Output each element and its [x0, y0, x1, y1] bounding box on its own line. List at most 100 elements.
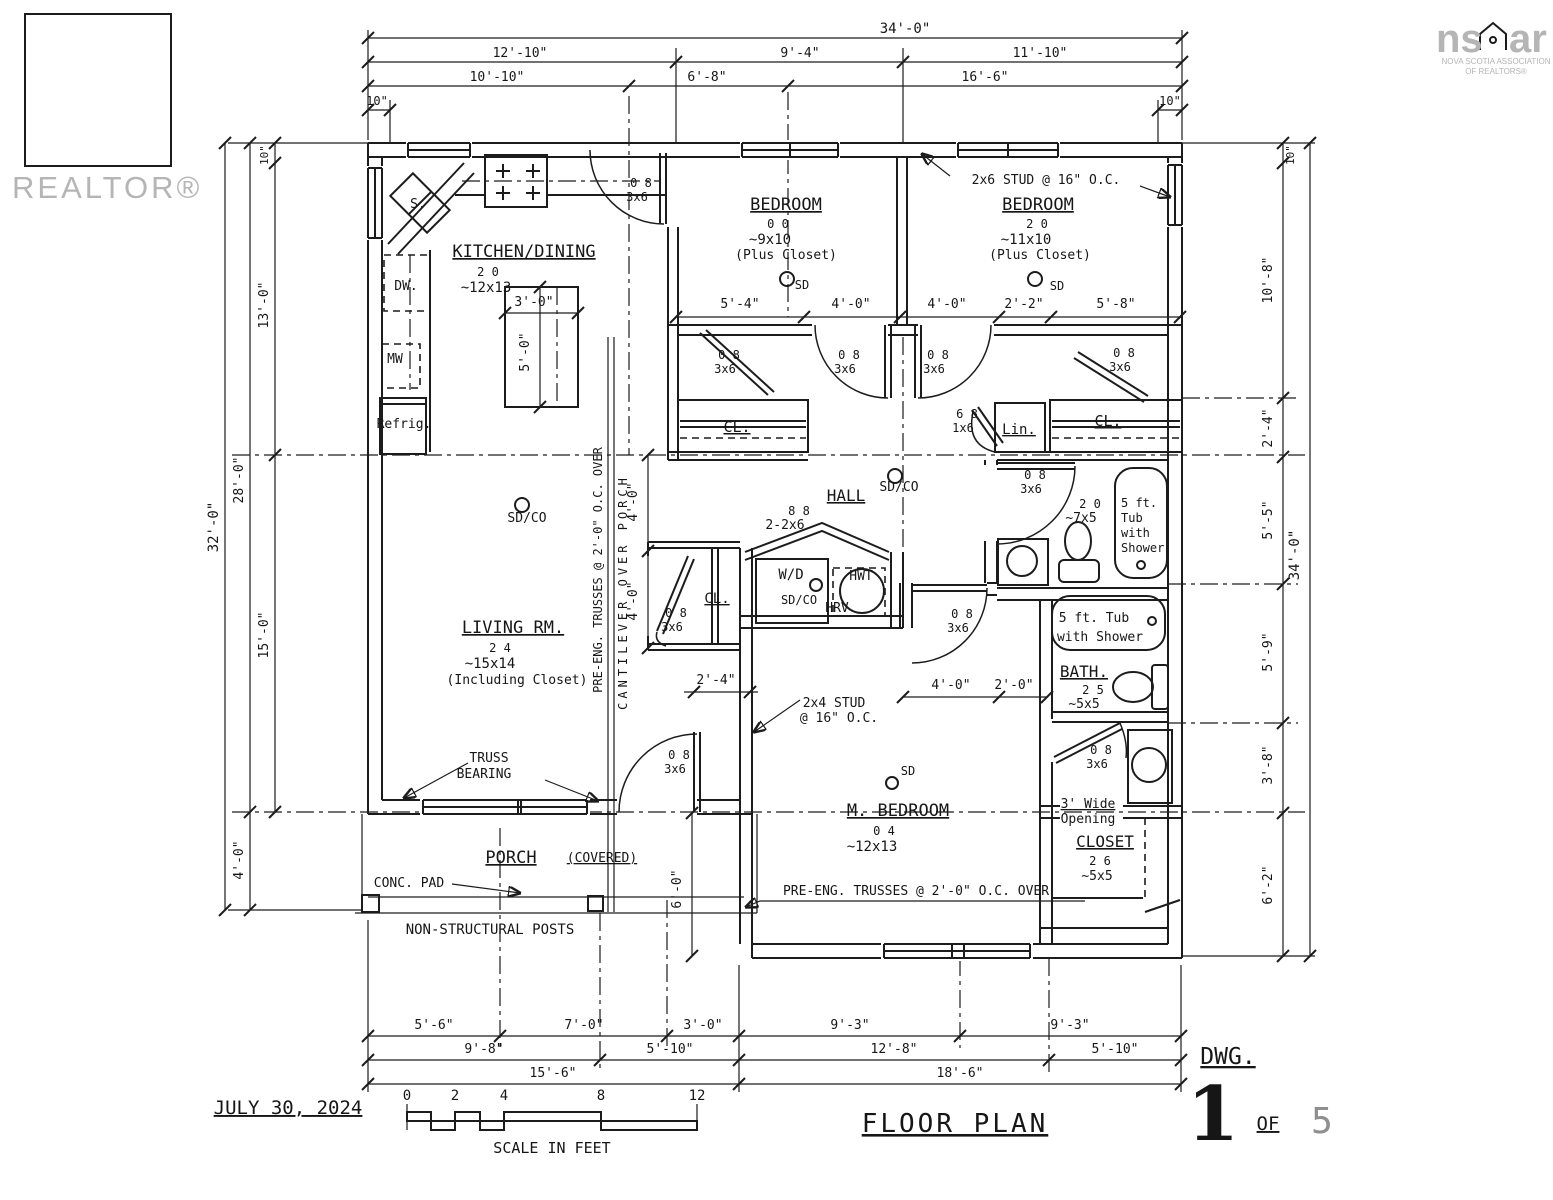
porch-covered: (COVERED) [567, 851, 637, 866]
door-bed1cl-a: 0 8 [718, 348, 740, 362]
dim-left-32-0: 32'-0" [206, 502, 222, 553]
main-toilet [1112, 671, 1154, 703]
door-entry-a: 0 8 [668, 748, 690, 762]
sheet-number: 1 [1187, 1070, 1239, 1158]
microwave [381, 343, 421, 389]
mw-label: MW [387, 352, 403, 367]
note-truss-b: BEARING [457, 767, 512, 782]
door-bath2-a: 0 8 [1090, 743, 1112, 757]
dim-top-11-10: 11'-10" [1013, 46, 1068, 61]
room-bedroom1-code: 0 0 [767, 217, 789, 231]
note-trusses-v: PRE-ENG. TRUSSES @ 2'-0" O.C. OVER [591, 446, 605, 692]
tub2-label-b: with Shower [1057, 630, 1143, 645]
nsar-house-roof-icon [1479, 21, 1507, 50]
note-2x4-stud-b: @ 16" O.C. [800, 711, 878, 726]
porch-outline [355, 814, 758, 914]
washer-dryer [755, 558, 829, 624]
header-code-b: 2-2x6 [765, 518, 804, 533]
dim-left-13-0: 13'-0" [257, 282, 272, 329]
nsar-sub2: OF REALTORS® [1465, 67, 1527, 76]
door-kitchen-a: 0 8 [630, 176, 652, 190]
tub1-label-d: Shower [1121, 541, 1164, 555]
room-kitchen-code: 2 0 [477, 265, 499, 279]
room-living-code: 2 4 [489, 641, 511, 655]
dim-right-5-5: 5'-5" [1261, 500, 1276, 539]
note-conc-pad: CONC. PAD [374, 876, 445, 891]
vanity-sink [1127, 729, 1173, 804]
dim-bot-3-0: 3'-0" [683, 1018, 722, 1033]
note-cantilever-v: CANTILEVER OVER PORCH [616, 474, 630, 710]
kitchen-island [504, 286, 579, 408]
door-bed1-a: 0 8 [838, 348, 860, 362]
bedroom1-sd: SD [795, 278, 809, 292]
room-bedroom2-size: ~11x10 [1001, 232, 1052, 248]
smoke-detectors [514, 271, 1043, 790]
dim-left-10in: 10" [258, 145, 271, 165]
tub1-label-c: with [1121, 526, 1150, 540]
dim-bed-5-4: 5'-4" [720, 297, 759, 312]
closet1-label: CL. [723, 418, 750, 436]
dwg-label: DWG. [1200, 1044, 1255, 1070]
dim-porch-6-0: 6'-0" [670, 869, 685, 908]
dim-bot-18-6: 18'-6" [937, 1066, 984, 1081]
dim-left-4-0: 4'-0" [232, 840, 247, 879]
dim-top-16-6: 16'-6" [962, 70, 1009, 85]
scale-bar [406, 1104, 698, 1131]
note-2x6-stud: 2x6 STUD @ 16" O.C. [972, 173, 1121, 188]
room-living-title: LIVING RM. [462, 618, 564, 638]
door-livcl-a: 0 8 [665, 606, 687, 620]
note-nonstructural: NON-STRUCTURAL POSTS [406, 922, 575, 938]
dim-bot-9-8: 9'-8" [464, 1042, 503, 1057]
hall-title: HALL [827, 486, 866, 505]
dim-top-10in-left: 10" [366, 94, 388, 108]
room-kitchen-title: KITCHEN/DINING [452, 242, 595, 262]
dim-bed-2-2: 2'-2" [1004, 297, 1043, 312]
dim-bed-4-0a: 4'-0" [831, 297, 870, 312]
room-bedroom1-size: ~9x10 [749, 232, 791, 248]
dim-mid-4-0: 4'-0" [931, 678, 970, 693]
scale-num-4: 4 [500, 1088, 508, 1104]
dim-top-10-10: 10'-10" [470, 70, 525, 85]
room-mbed-size: ~12x13 [847, 839, 898, 855]
kitchen-fixtures [379, 154, 665, 455]
room-bedroom2-title: BEDROOM [1002, 195, 1074, 215]
dim-bot-15-6: 15'-6" [530, 1066, 577, 1081]
tub2-label-a: 5 ft. Tub [1059, 611, 1130, 626]
ensuite-sink-vanity [997, 538, 1049, 586]
tub1-label-a: 5 ft. [1121, 496, 1157, 510]
header-code-a: 8 8 [788, 504, 810, 518]
mbed-sd: SD [901, 764, 915, 778]
sd-bedroom2 [1027, 271, 1043, 287]
sdco-living [514, 497, 530, 513]
door-bed1cl-b: 3x6 [714, 362, 736, 376]
of-label: OF [1257, 1113, 1280, 1135]
linen-label: Lin. [1002, 422, 1036, 438]
dim-bot-7-0: 7'-0" [564, 1018, 603, 1033]
dim-right-10in: 10" [1284, 145, 1297, 165]
total-sheets: 5 [1311, 1101, 1333, 1142]
dishwasher [383, 254, 431, 312]
door-bed2cl-b: 3x6 [1109, 360, 1131, 374]
realtor-logo-icon [24, 13, 172, 167]
dim-right-2-4: 2'-4" [1261, 408, 1276, 447]
door-linen-b: 1x6 [952, 421, 974, 435]
wd-label: W/D [778, 567, 803, 583]
door-bed2cl-a: 0 8 [1113, 346, 1135, 360]
scale-num-12: 12 [689, 1088, 706, 1104]
nsar-ns: ns [1436, 17, 1483, 61]
dim-mid-2-4: 2'-4" [696, 673, 735, 688]
room-living-note: (Including Closet) [447, 673, 588, 688]
room-bedroom1-note: (Plus Closet) [735, 248, 837, 263]
dim-top-12-10: 12'-10" [493, 46, 548, 61]
dim-right-5-9: 5'-9" [1261, 632, 1276, 671]
porch-title: PORCH [485, 848, 536, 868]
doors [589, 149, 1149, 813]
stove [484, 154, 548, 208]
refrigerator [379, 397, 427, 455]
dim-bed-4-0b: 4'-0" [927, 297, 966, 312]
nsar-ar: ar [1509, 17, 1547, 61]
door-mbed-a: 0 8 [951, 607, 973, 621]
sink-label: S. [410, 197, 426, 212]
hot-water-tank [839, 568, 885, 614]
